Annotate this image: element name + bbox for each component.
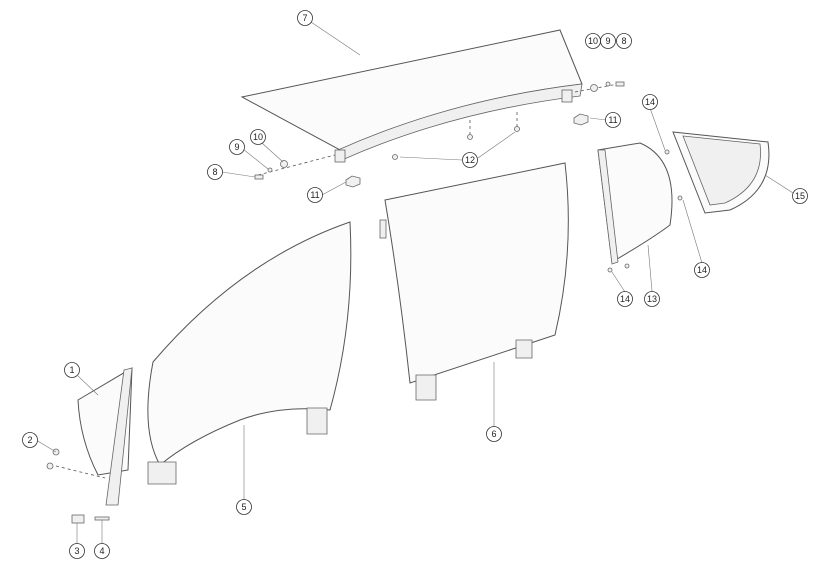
svg-text:3: 3	[74, 546, 79, 556]
callout-4: 4	[94, 543, 110, 559]
svg-text:11: 11	[608, 115, 617, 125]
callout-14: 14	[642, 94, 658, 110]
callout-9: 9	[229, 139, 245, 155]
callout-1: 1	[64, 362, 80, 378]
part-front-door-glass	[147, 221, 352, 485]
svg-text:15: 15	[795, 191, 805, 201]
svg-text:9: 9	[234, 142, 239, 152]
callout-11: 11	[307, 187, 323, 203]
callout-10: 10	[585, 33, 601, 49]
svg-text:14: 14	[697, 265, 707, 275]
svg-text:13: 13	[647, 294, 657, 304]
callout-8: 8	[616, 33, 632, 49]
part-fasteners	[254, 81, 625, 188]
svg-text:8: 8	[212, 167, 217, 177]
callout-14: 14	[694, 262, 710, 278]
part-roof-glass	[240, 29, 583, 163]
svg-text:7: 7	[302, 13, 307, 23]
svg-text:6: 6	[491, 429, 496, 439]
part-quarter-glass	[664, 131, 770, 214]
callout-15: 15	[792, 188, 808, 204]
callout-5: 5	[236, 499, 252, 515]
callout-8: 8	[207, 164, 223, 180]
callout-14: 14	[617, 291, 633, 307]
svg-text:5: 5	[241, 502, 246, 512]
callout-6: 6	[486, 426, 502, 442]
part-vent-glass	[46, 367, 133, 524]
callout-7: 7	[297, 10, 313, 26]
part-rear-door-glass	[379, 162, 569, 401]
svg-text:11: 11	[310, 190, 319, 200]
svg-text:8: 8	[621, 36, 626, 46]
svg-text:4: 4	[99, 546, 104, 556]
leader-lines	[35, 21, 794, 544]
callout-11: 11	[605, 112, 621, 128]
svg-text:14: 14	[645, 97, 655, 107]
callout-2: 2	[22, 432, 38, 448]
svg-text:2: 2	[27, 435, 32, 445]
callout-10: 10	[250, 129, 266, 145]
svg-text:12: 12	[465, 155, 475, 165]
svg-text:10: 10	[588, 36, 598, 46]
part-rear-fixed-glass	[597, 142, 673, 273]
svg-text:1: 1	[69, 365, 74, 375]
callout-9: 9	[600, 33, 616, 49]
svg-text:9: 9	[605, 36, 610, 46]
callout-12: 12	[462, 152, 478, 168]
svg-text:14: 14	[620, 294, 630, 304]
callout-3: 3	[69, 543, 85, 559]
callout-13: 13	[644, 291, 660, 307]
svg-text:10: 10	[253, 132, 263, 142]
